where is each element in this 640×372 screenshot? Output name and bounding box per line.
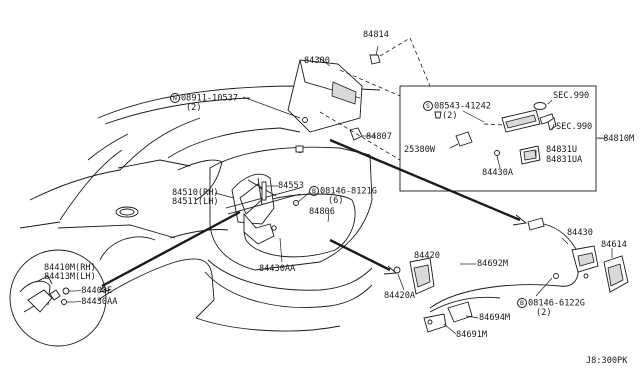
- label-sec990-top: SEC.990: [553, 91, 590, 101]
- label-sec990-bottom: SEC.990: [556, 122, 593, 132]
- label-84420: 84420: [414, 251, 440, 261]
- part-84814: [369, 45, 381, 65]
- detail-box: [399, 85, 607, 192]
- dash-ref-3: [319, 111, 401, 161]
- zoom-detail: [9, 210, 241, 347]
- label-84553: 84553: [278, 181, 304, 191]
- label-84510-rh: 84510(RH): [172, 188, 219, 198]
- label-84694m: 84694M: [479, 313, 511, 323]
- label-84400e: —84400E: [76, 286, 113, 296]
- dash-ref-1: [379, 37, 431, 87]
- label-25380w: 25380W: [404, 145, 436, 155]
- label-84430: 84430: [567, 228, 593, 238]
- label-84430aa-zoom: —84430AA: [76, 297, 118, 307]
- car-body: [19, 85, 381, 332]
- screw-symbol-s: S: [423, 101, 433, 111]
- bolt-symbol-b-2: B: [517, 298, 527, 308]
- label-84430a: 84430A: [482, 168, 514, 178]
- bolt-symbol-b: B: [309, 186, 319, 196]
- label-84831u: 84831U: [546, 145, 578, 155]
- lock-cable-assembly: [329, 138, 629, 335]
- label-84691m: 84691M: [456, 330, 488, 340]
- diagram-code: J8:300PK: [586, 356, 628, 366]
- label-84810m: —84810M: [598, 134, 635, 144]
- label-84420a: 84420A: [384, 291, 416, 301]
- label-leaders: [214, 56, 331, 223]
- dash-ref-2: [339, 69, 401, 97]
- hinge-assembly: [225, 173, 311, 263]
- trunk-lid: [287, 59, 363, 153]
- label-84511-lh: 84511(LH): [172, 197, 219, 207]
- label-84614: 84614: [601, 240, 627, 250]
- label-84410m-rh: 84410M(RH): [44, 263, 96, 273]
- label-08146-6122g-qty: (2): [536, 308, 552, 318]
- label-84807: 84807: [366, 132, 392, 142]
- label-84430aa: 84430AA: [259, 264, 296, 274]
- nut-symbol-n: N: [170, 93, 180, 103]
- label-84831ua: 84831UA: [546, 155, 583, 165]
- label-84806: 84806: [309, 207, 335, 217]
- label-84692m: 84692M: [477, 259, 509, 269]
- label-84300: 84300: [304, 56, 330, 66]
- label-08911-qty: (2): [186, 103, 202, 113]
- label-84814: 84814: [363, 30, 389, 40]
- label-84413m-lh: 84413M(LH): [44, 272, 96, 282]
- label-08146-8121g-qty: (6): [328, 196, 344, 206]
- label-08543-qty: (2): [442, 111, 458, 121]
